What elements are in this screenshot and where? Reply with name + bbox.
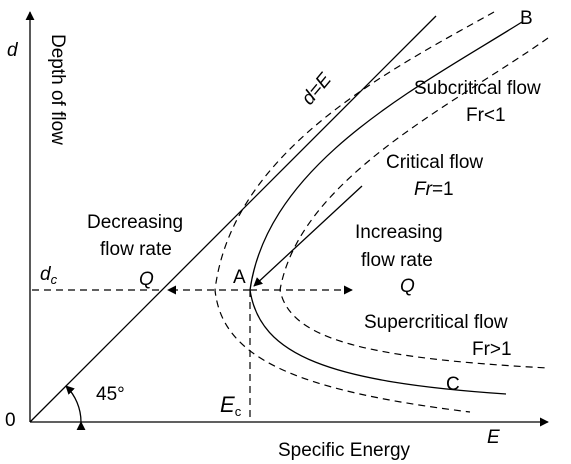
critical-depth-label: dc (40, 264, 58, 287)
critical-fr-value: =1 (432, 179, 454, 200)
critical-energy-symbol: E (220, 392, 235, 417)
d-equals-e-line (29, 15, 437, 423)
y-axis-title: Depth of flow (47, 34, 68, 145)
supercritical-label-line1: Supercritical flow (364, 312, 508, 333)
critical-flow-leader (253, 185, 363, 287)
increasing-label-line1: Increasing (355, 222, 443, 243)
decreasing-label-line2: flow rate (100, 239, 172, 260)
critical-depth-symbol: d (40, 264, 52, 285)
specific-energy-curve (249, 21, 523, 395)
x-axis-title: Specific Energy (278, 440, 411, 461)
subcritical-label-line2: Fr<1 (466, 105, 506, 126)
decreasing-q-label: Q (139, 269, 154, 290)
critical-depth-subscript: c (51, 272, 58, 287)
critical-label-line2: Fr=1 (414, 179, 454, 200)
critical-energy-subscript: c (235, 404, 242, 419)
critical-fr-symbol: Fr (414, 179, 433, 200)
increasing-label-line2: flow rate (361, 250, 433, 271)
decreasing-label-line1: Decreasing (87, 212, 183, 233)
d-equals-e-label: d=E (298, 69, 336, 109)
origin-label: 0 (5, 410, 16, 431)
point-a-label: A (233, 267, 246, 288)
point-c-label: C (446, 374, 460, 395)
y-axis-symbol: d (7, 40, 19, 61)
angle-label: 45° (96, 384, 125, 405)
subcritical-label-line1: Subcritical flow (414, 78, 541, 99)
supercritical-label-line2: Fr>1 (472, 339, 512, 360)
x-axis-symbol: E (487, 427, 500, 448)
critical-label-line1: Critical flow (386, 152, 483, 173)
angle-arc (65, 385, 86, 431)
critical-energy-label: Ec (220, 392, 242, 419)
lower-flow-rate-curve (214, 11, 495, 413)
point-b-label: B (520, 8, 533, 29)
increasing-q-label: Q (400, 276, 415, 297)
